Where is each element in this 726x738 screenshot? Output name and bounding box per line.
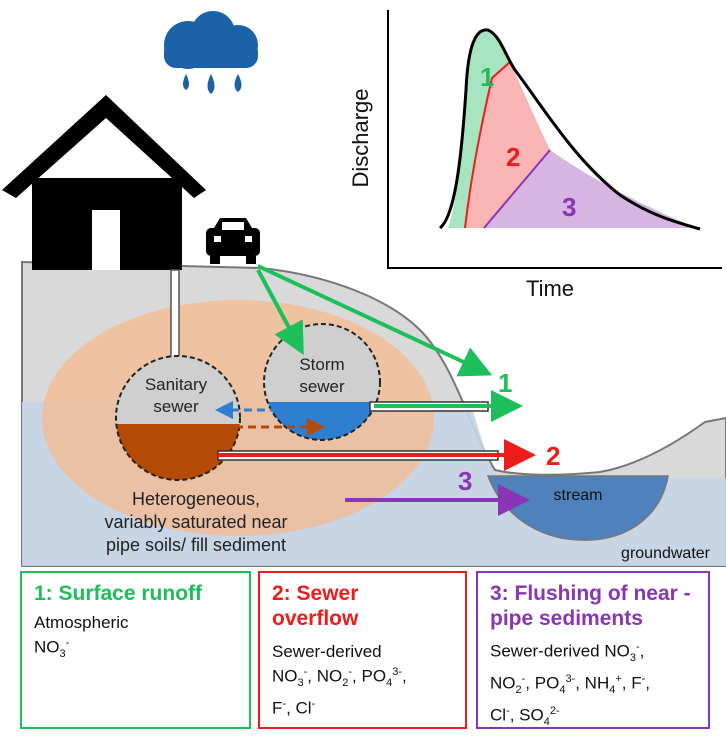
legend-title-sewer-overflow: 2: Sewer overflow <box>272 582 359 630</box>
storm-sewer-label-2: sewer <box>299 377 345 396</box>
legend-body-sewer-overflow: Sewer-derived NO3-, NO2-, PO43-, F-, Cl- <box>272 641 453 719</box>
legend-formula: Sewer-derived NO3-, <box>490 641 645 665</box>
hydrograph-region-1 <box>448 29 510 228</box>
house-icon <box>2 95 206 270</box>
legend-formula: NO2-, PO43-, NH4+, F-, <box>490 673 651 697</box>
arrow-storm-inlet <box>256 269 304 356</box>
sanitary-sewer-label-1: Sanitary <box>145 375 208 394</box>
groundwater-label: groundwater <box>621 545 711 562</box>
legend-formula: NO3- <box>34 637 70 661</box>
rain-cloud-icon <box>164 11 258 94</box>
hydrograph-x-label: Time <box>526 276 574 301</box>
legend-title-flushing: 3: Flushing of near -pipe sediments <box>490 582 691 630</box>
legend-formula: Cl-, SO42- <box>490 705 560 729</box>
hydrograph: Discharge Time 1 2 3 <box>348 10 722 301</box>
path-number-2: 2 <box>546 441 560 471</box>
hydrograph-y-label: Discharge <box>348 88 373 187</box>
sanitary-sewer-label-2: sewer <box>153 397 199 416</box>
legend-formula: NO3-, NO2-, PO43-, <box>272 666 407 690</box>
hydrograph-region-2 <box>465 62 550 228</box>
legend-formula: F-, Cl- <box>272 698 316 718</box>
legend-box-flushing: 3: Flushing of near -pipe sediments Sewe… <box>476 571 710 729</box>
path-number-1: 1 <box>498 368 512 398</box>
hydrograph-label-3: 3 <box>562 192 576 222</box>
stream-label: stream <box>554 487 603 504</box>
near-pipe-label-2: variably saturated near <box>104 512 287 532</box>
storm-sewer-label-1: Storm <box>299 355 344 374</box>
near-pipe-label-1: Heterogeneous, <box>132 489 260 509</box>
legend-box-sewer-overflow: 2: Sewer overflow Sewer-derived NO3-, NO… <box>258 571 467 729</box>
conceptual-diagram: Sanitary sewer Storm sewer Heterogeneous… <box>2 10 726 567</box>
car-icon <box>206 218 260 264</box>
legend-title-surface-runoff: 1: Surface runoff <box>34 582 203 605</box>
hydrograph-label-1: 1 <box>480 62 494 92</box>
legend-body-flushing: Sewer-derived NO3-, NO2-, PO43-, NH4+, F… <box>490 637 696 733</box>
legend-box-surface-runoff: 1: Surface runoff Atmospheric NO3- <box>20 571 251 729</box>
hydrograph-curve <box>438 28 701 231</box>
near-pipe-label-3: pipe soils/ fill sediment <box>106 535 286 555</box>
legend-body-surface-runoff: Atmospheric NO3- <box>34 612 237 665</box>
arrow-path-1-surface <box>257 264 493 377</box>
path-number-3: 3 <box>458 466 472 496</box>
hydrograph-label-2: 2 <box>506 142 520 172</box>
